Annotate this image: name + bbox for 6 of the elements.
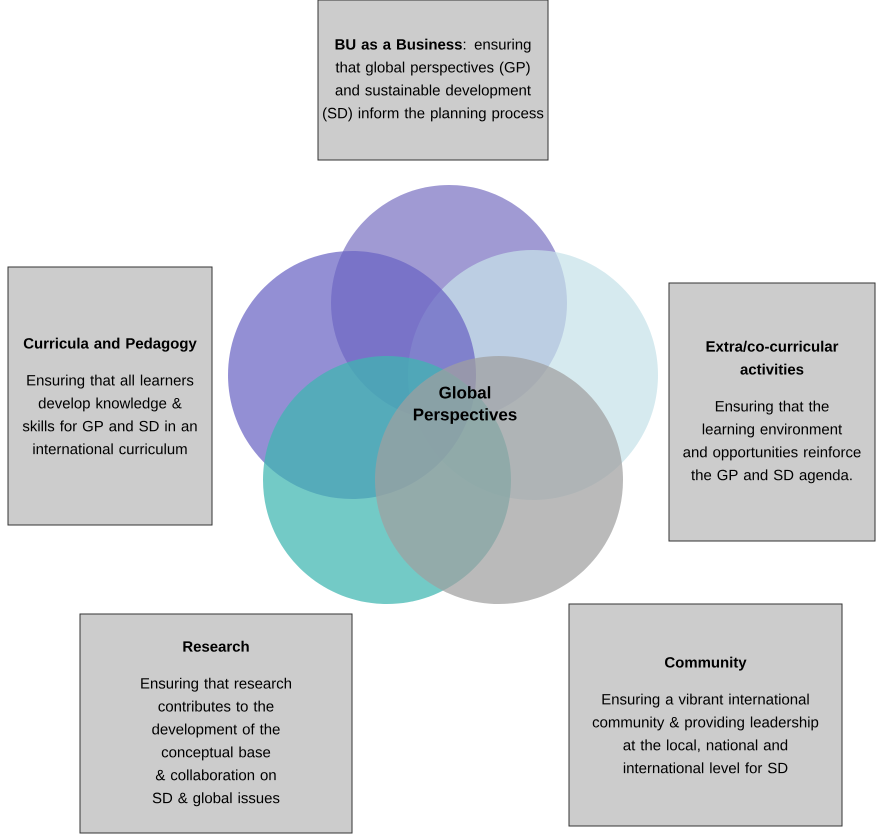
text-box: Community Ensuring a vibrant international community & providing leadership at the local, national and international level for SD xyxy=(568,604,842,826)
text-box: Research Ensuring that research contributes to the development of the conceptual base & collaboration on SD & global issues xyxy=(80,614,352,834)
text-box: BU as a Business: ensuring that global perspectives (GP) and sustainable development (SD) inform the planning process xyxy=(318,0,548,160)
text-box: Extra/co-curricular activities Ensuring that the learning environment and opportunities reinforce the GP and SD agenda. xyxy=(668,282,876,542)
center-label: Global Perspectives xyxy=(414,386,517,424)
text-box: Curricula and Pedagogy Ensuring that all learners develop knowledge & skills for GP and SD in an international curriculum xyxy=(8,266,212,526)
